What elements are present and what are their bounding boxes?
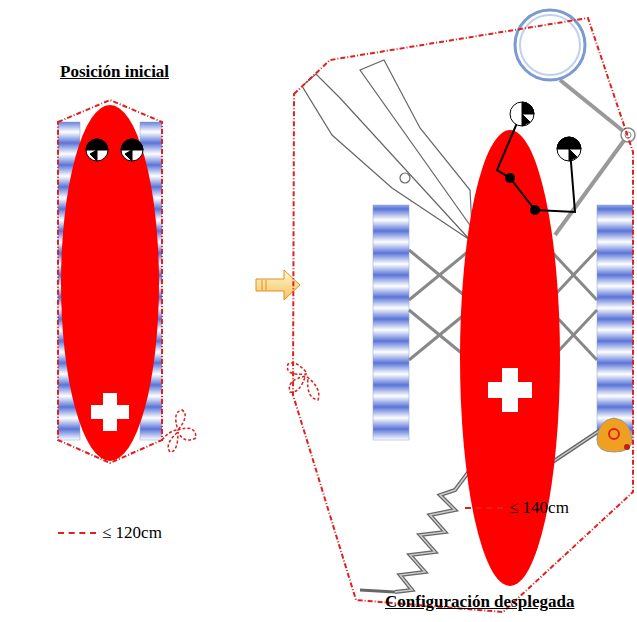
section-heading: Configuración desplegada <box>385 592 574 612</box>
section-heading: Posición inicial <box>60 62 169 82</box>
dashed-line-sample <box>58 532 96 534</box>
dashed-line-sample <box>465 507 503 509</box>
legend-row: ≤ 140cm <box>465 498 569 518</box>
dimension-limit: ≤ 120cm <box>102 523 162 543</box>
legend-row: ≤ 120cm <box>58 523 162 543</box>
dimension-limit: ≤ 140cm <box>509 498 569 518</box>
